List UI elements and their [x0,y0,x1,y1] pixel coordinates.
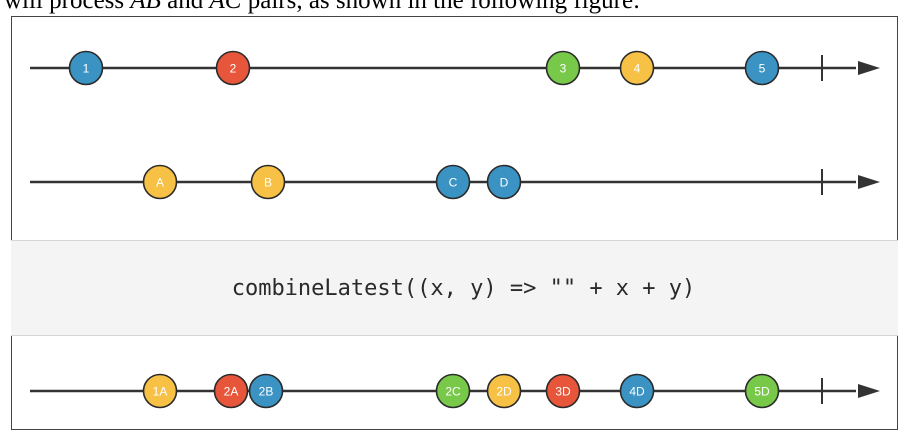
marble-circle [215,50,251,86]
marble-circle [619,373,655,409]
marble: 1 [68,50,104,86]
operator-label: combineLatest((x, y) => "" + x + y) [231,275,696,301]
marble-circle [486,373,522,409]
timeline-source-a: 1 2 3 4 5 [30,50,880,86]
marble-circle [545,50,581,86]
marble: D [486,164,522,200]
marble: 2C [435,373,471,409]
timeline-result: 1A 2A 2B 2C 2D 3D 4D 5D [30,373,880,409]
marble-diagram-frame [11,16,898,430]
marble-label: A [156,176,164,190]
arrow-head-icon [858,61,880,75]
marble-circle [619,50,655,86]
marble-label: C [449,176,458,190]
marble: 2D [486,373,522,409]
timeline-source-b: A B C D [30,164,880,200]
caption-prefix: will process [4,0,131,14]
marble: 5 [744,50,780,86]
marble-label: 4D [629,385,645,399]
marble: A [142,164,178,200]
marble: 4D [619,373,655,409]
marble-label: 4 [634,62,641,76]
marble-label: 3D [555,385,571,399]
marble-circle [744,50,780,86]
operator-band: combineLatest((x, y) => "" + x + y) [11,240,898,336]
marble: 3D [545,373,581,409]
marble-circle [248,373,284,409]
marble: 2 [215,50,251,86]
marble-circle [213,373,249,409]
marble-label: 3 [560,62,567,76]
marble-label: 5D [754,385,770,399]
marble-circle [744,373,780,409]
marble-label: 1 [83,62,90,76]
caption-term-ab: AB [130,0,161,14]
marble: 5D [744,373,780,409]
marble: B [250,164,286,200]
caption-middle: and [160,0,210,14]
marble-circle [250,164,286,200]
marble-circle [142,373,178,409]
marble-label: 5 [759,62,766,76]
marble-circle [486,164,522,200]
marble: 3 [545,50,581,86]
figure-caption: will process AB and AC pairs, as shown i… [4,0,904,16]
marble-circle [435,373,471,409]
marble: 4 [619,50,655,86]
marble-label: 2B [259,385,274,399]
marble-circle [68,50,104,86]
marble-circle [545,373,581,409]
marble-label: D [500,176,509,190]
caption-term-ac: AC [209,0,242,14]
marble-label: 2D [496,385,512,399]
marble-label: 1A [153,385,168,399]
caption-suffix: pairs, as shown in the following figure: [241,0,641,14]
marble-circle [435,164,471,200]
marble: 1A [142,373,178,409]
marble-label: B [264,176,272,190]
marble-circle [142,164,178,200]
marble: 2B [248,373,284,409]
marble: C [435,164,471,200]
marble-label: 2A [224,385,239,399]
arrow-head-icon [858,175,880,189]
arrow-head-icon [858,384,880,398]
marble: 2A [213,373,249,409]
marble-label: 2 [230,62,237,76]
marble-label: 2C [445,385,461,399]
